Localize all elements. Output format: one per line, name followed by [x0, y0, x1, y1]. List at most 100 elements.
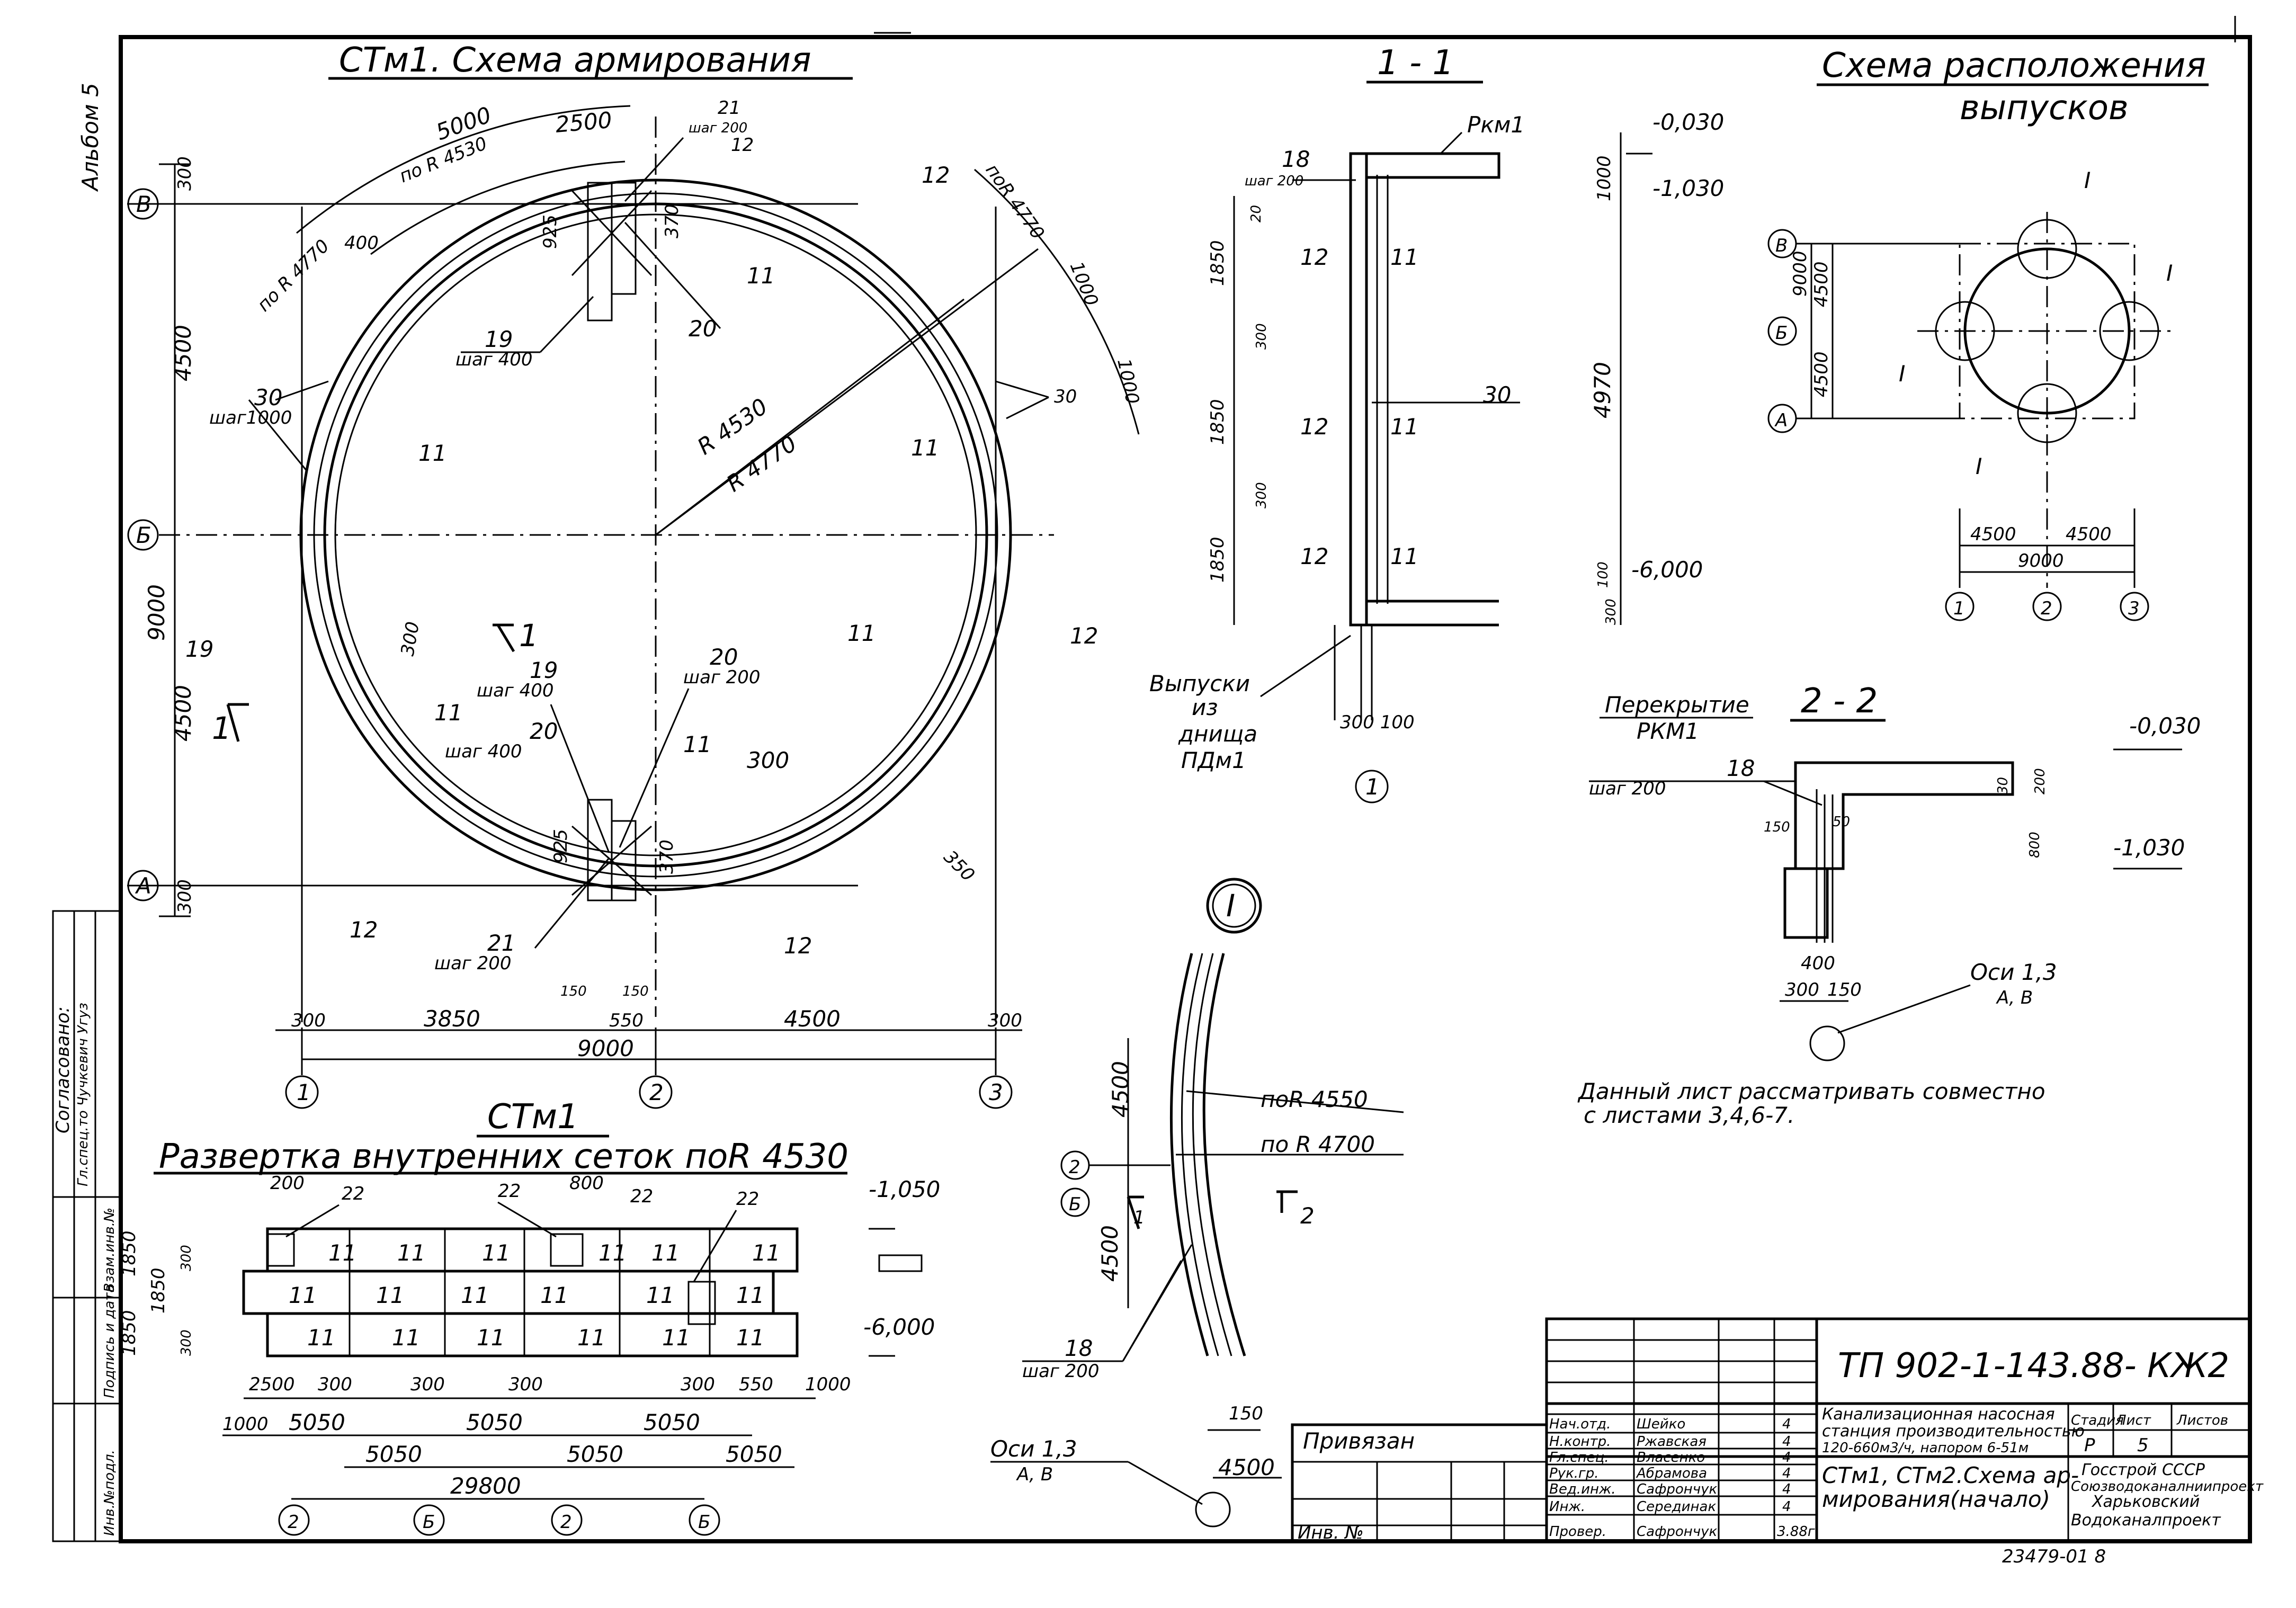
bar-mark: 11	[577, 1325, 605, 1351]
axis-bubble-col	[285, 1075, 319, 1109]
bar-mark: 11	[847, 620, 875, 646]
dim-text: 300	[508, 1374, 543, 1395]
dim-text: 1850	[148, 1267, 169, 1314]
elevation: -1,030	[1652, 175, 1724, 201]
axis-col-label: 2	[2041, 598, 2052, 619]
elevation: -1,030	[2113, 835, 2185, 861]
tb-name: Власенко	[1637, 1450, 1705, 1466]
dim-text: 300	[1603, 598, 1619, 625]
tb-date: 3.88г	[1777, 1524, 1815, 1540]
dim-text: 300	[174, 156, 195, 191]
tb-name: Сафрончук	[1637, 1481, 1717, 1497]
bar-step: шаг 200	[683, 667, 761, 688]
tb-role: Вед.инж.	[1549, 1481, 1616, 1497]
dim-text: 300	[1785, 979, 1819, 1000]
main-plan: СТм1. Схема армирования В	[127, 41, 1143, 1109]
axis-note: А, В	[1996, 987, 2033, 1008]
axis-row-label: Б	[1775, 323, 1788, 344]
bar-mark: 12	[784, 933, 812, 959]
tb-header: Стадия	[2071, 1413, 2124, 1428]
bar-mark: 30	[1483, 382, 1511, 408]
dim-text: 29800	[450, 1473, 521, 1499]
axis-bubble-col	[639, 1075, 673, 1109]
development-title: СТм1	[487, 1097, 579, 1137]
axis-label: Б	[1069, 1194, 1081, 1215]
node-mark: I	[1226, 888, 1235, 924]
axis-bubble-row	[127, 870, 159, 901]
dim-text: 300	[747, 747, 789, 773]
left-stamp: Согласовано: Гл.спец.то Чучкевич Угуз Ин…	[52, 910, 122, 1542]
dim-text: 1850	[1207, 240, 1228, 286]
dim-text: 200	[270, 1173, 305, 1194]
dim-text: 925	[550, 829, 571, 863]
dim-text: 300	[1254, 482, 1270, 508]
bar-mark: 30	[1054, 386, 1077, 407]
dim-text: 1850	[1207, 399, 1228, 445]
elevation: -0,030	[1652, 109, 1724, 135]
bar-mark: 11	[662, 1325, 690, 1351]
dim-text: 4500	[170, 685, 196, 742]
tb-name: Серединак	[1637, 1499, 1716, 1515]
axis-note: Оси 1,3	[1970, 959, 2057, 985]
dim-text: 4500	[1218, 1454, 1275, 1480]
tb-role: Гл.спец.	[1549, 1450, 1609, 1466]
dim-text: 1850	[119, 1230, 140, 1276]
dim-text: 5050	[466, 1409, 523, 1435]
tb-role: Нач.отд.	[1549, 1416, 1611, 1432]
outlet-note: днища	[1178, 721, 1257, 747]
bar-mark: 11	[376, 1282, 404, 1308]
dim-text: 370	[656, 839, 677, 874]
node-mark: I	[2166, 260, 2173, 286]
bar-mark: 18	[1282, 146, 1310, 172]
bar-mark: 11	[461, 1282, 489, 1308]
bar-mark: 22	[342, 1183, 364, 1204]
bar-mark: 11	[736, 1282, 764, 1308]
dim-text: 100	[1595, 561, 1611, 588]
bar-mark: 11	[434, 700, 462, 726]
bar-step: шаг 200	[689, 120, 747, 136]
dim-text: 150	[1229, 1403, 1263, 1424]
bar-mark: 12	[1300, 244, 1328, 270]
axis-row-label: А	[1774, 410, 1788, 431]
bar-mark: 11	[683, 731, 711, 757]
axis-bubble-row	[127, 188, 159, 220]
bar-mark: 11	[307, 1325, 335, 1351]
dim-text: 9000	[2018, 550, 2064, 571]
tb-date: 4	[1782, 1499, 1791, 1515]
tb-role: Инж.	[1549, 1499, 1585, 1515]
archive-number: 23479-01 8	[2002, 1546, 2106, 1567]
tb-date: 4	[1782, 1434, 1791, 1450]
development: СТм1 Развертка внутренних сеток поR 4530…	[119, 1097, 940, 1536]
dim-text: 300	[291, 1010, 326, 1031]
axis-label: Б	[698, 1512, 710, 1533]
bar-mark: 12	[350, 917, 378, 943]
bar-mark: 11	[911, 435, 939, 461]
dim-text: 5050	[644, 1409, 700, 1435]
tb-header: Лист	[2115, 1413, 2151, 1428]
tb-project: Канализационная насосная	[1822, 1405, 2055, 1424]
axis-row-label: В	[136, 191, 151, 217]
ring-mid	[313, 192, 998, 878]
dim-text: 400	[1801, 953, 1835, 974]
bar-step: шаг 200	[1245, 173, 1303, 189]
ring-outer	[299, 178, 1012, 891]
bar-mark: 11	[1390, 414, 1418, 440]
bar-mark: 11	[736, 1325, 764, 1351]
bar-mark: 30	[254, 385, 282, 410]
cut-marker: 1	[1133, 1207, 1145, 1228]
inv-label: Инв. №	[1298, 1522, 1364, 1543]
dim-text: 550	[609, 1010, 644, 1031]
tb-sheet-title: мирования(начало)	[1822, 1486, 2050, 1512]
dim-text: 4500	[1811, 351, 1832, 397]
dim-text: 4500	[784, 1006, 841, 1032]
tb-org: Харьковский	[2091, 1493, 2200, 1511]
bar-step: шаг 400	[477, 680, 554, 701]
bar-mark: 11	[392, 1325, 420, 1351]
bar-mark: 21	[718, 97, 740, 119]
axis-row-label: В	[1775, 235, 1788, 256]
bar-mark: 12	[1300, 414, 1328, 440]
elevation: -1,050	[869, 1176, 940, 1202]
note-line: Данный лист рассматривать совместно	[1577, 1078, 2045, 1104]
section-1-1-title: 1 - 1	[1377, 43, 1454, 83]
bound-label: Привязан	[1303, 1428, 1415, 1454]
